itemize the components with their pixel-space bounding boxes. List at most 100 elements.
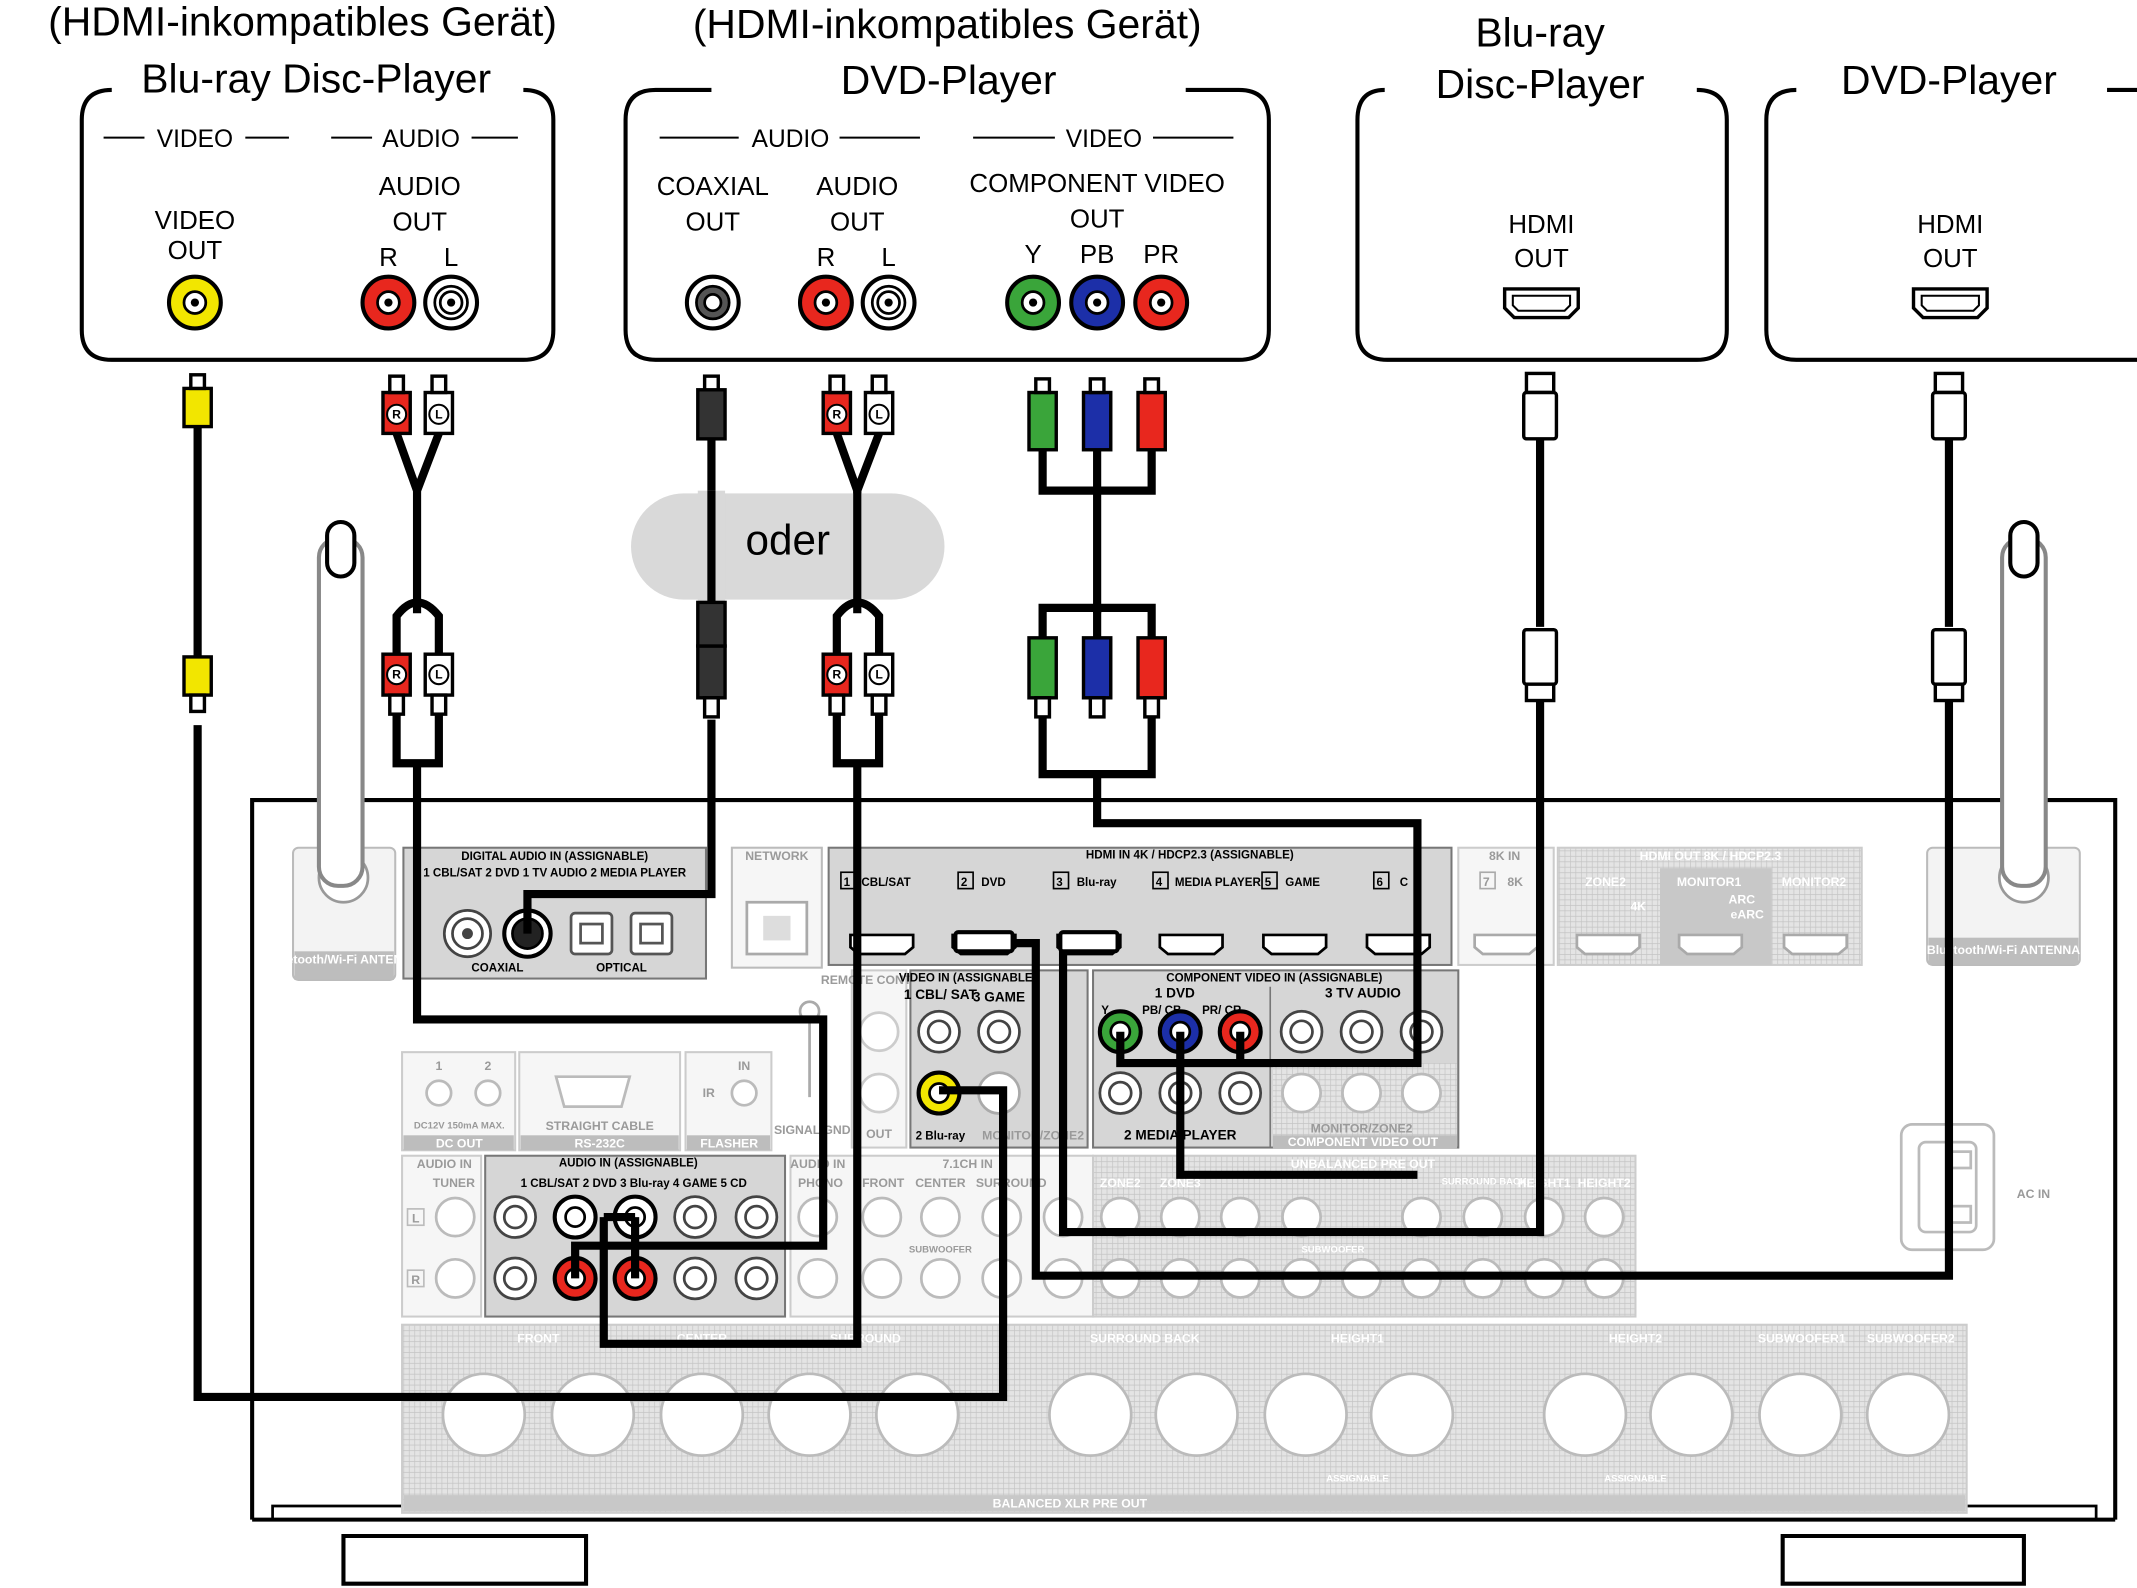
device2-coaxial-line1: COAXIAL: [657, 173, 769, 201]
device2-group-audio: AUDIO: [752, 126, 830, 153]
plug-mark-r-3: R: [832, 407, 841, 421]
plug-hdmi-bd-bottom: [1522, 627, 1559, 686]
device3-title-line2: Disc-Player: [1436, 61, 1645, 107]
device-bluray-hdmi: Blu-ray Disc-Player HDMI OUT: [1355, 9, 1729, 362]
hdmi-in-panel: HDMI IN 4K / HDCP2.3 (ASSIGNABLE) 1 CBL/…: [827, 846, 1453, 966]
hdmi-in-5-name: GAME: [1285, 877, 1320, 889]
tuner-label: TUNER: [433, 1176, 475, 1190]
flasher-label: FLASHER: [700, 1137, 758, 1151]
hdmi-in-3-num: 3: [1056, 877, 1063, 889]
device-dvd-legacy: (HDMI-inkompatibles Gerät) DVD-Player AU…: [623, 1, 1271, 362]
oder-label: oder: [745, 517, 830, 564]
hdmi-in-1-name: CBL/SAT: [861, 877, 910, 889]
xlr-sub1-label: SUBWOOFER1: [1758, 1331, 1846, 1345]
hdmi-in-3-name: Blu-ray: [1077, 877, 1117, 889]
hdmi-in-6-num: 6: [1377, 877, 1384, 889]
phono-audio-in-label: AUDIO IN: [790, 1157, 845, 1171]
digital-audio-in-label: DIGITAL AUDIO IN (ASSIGNABLE): [461, 851, 648, 863]
hdmi-in-label: HDMI IN 4K / HDCP2.3 (ASSIGNABLE): [1086, 850, 1294, 862]
hdmi-in-2-name: DVD: [981, 877, 1005, 889]
svg-text:2: 2: [485, 1059, 492, 1073]
tuner-r-mark: R: [411, 1273, 420, 1287]
xlr-surround-back-label: SURROUND BACK: [1090, 1331, 1200, 1345]
hdmi-8k-in-label: 8K IN: [1489, 849, 1520, 863]
ch71-subwoofer-label: SUBWOOFER: [909, 1245, 972, 1256]
remote-out-label: OUT: [866, 1127, 892, 1141]
control-ports: 1 2 DC12V 150mA MAX. DC OUT STRAIGHT CAB…: [401, 1051, 773, 1152]
device4-hdmi-line1: HDMI: [1917, 211, 1983, 239]
signal-gnd-label: SIGNAL GND: [774, 1123, 851, 1137]
ch71-in-label: 7.1CH IN: [942, 1157, 993, 1171]
bt-antenna-left-label: Bluetooth/Wi-Fi ANTENNA: [267, 953, 420, 967]
plug-red-top: [1136, 390, 1167, 452]
device1-title-line2: Blu-ray Disc-Player: [141, 56, 491, 102]
monitor2-label: MONITOR2: [1782, 875, 1847, 889]
device1-title-line1: (HDMI-inkompatibles Gerät): [48, 0, 557, 44]
device2-audio-out-line2: OUT: [830, 208, 885, 236]
video-in-label: VIDEO IN (ASSIGNABLE): [899, 972, 1037, 984]
plug-green-bottom: [1027, 636, 1058, 700]
xlr-assignable-2-label: ASSIGNABLE: [1604, 1473, 1667, 1484]
device2-group-video: VIDEO: [1066, 126, 1142, 153]
video-in-2-label: 2 Blu-ray: [916, 1130, 966, 1142]
network-port: NETWORK: [730, 846, 823, 969]
right-foot: [1780, 1533, 2026, 1586]
dc-spec-label: DC12V 150mA MAX.: [414, 1120, 505, 1131]
xlr-assignable-1-label: ASSIGNABLE: [1326, 1473, 1389, 1484]
device1-group-video: VIDEO: [157, 126, 233, 153]
tuner-l-mark: L: [412, 1212, 420, 1226]
plug-hdmi-dvd-top-tip: [1933, 371, 1965, 395]
remote-control-label: REMOTE CONTROL: [821, 973, 938, 987]
hdmi-8k-label: 8K: [1507, 875, 1523, 889]
ac-in-label: AC IN: [2017, 1187, 2051, 1201]
hdmi-input-labels: 1 CBL/SAT 2 DVD 3 Blu-ray 4 MEDIA PLAYER…: [840, 871, 1409, 890]
hdmi-in-4-num: 4: [1156, 877, 1163, 889]
right-antenna: Bluetooth/Wi-Fi ANTENNA: [1926, 519, 2081, 966]
receiver-hdmi-plugs: [953, 930, 1120, 954]
video-in-3-label: 3 GAME: [973, 990, 1025, 1005]
plug-yellow-bottom: [182, 655, 213, 697]
device1-video-out-line1: VIDEO: [155, 207, 236, 235]
cable-bd-audio: [392, 431, 828, 1279]
device2-pb-label: PB: [1080, 241, 1115, 269]
tuner-audio-in: AUDIO IN TUNER L R: [401, 1154, 483, 1318]
device3-hdmi-line1: HDMI: [1508, 211, 1574, 239]
device1-video-out-line2: OUT: [168, 237, 223, 265]
ir-label: IR: [703, 1086, 715, 1100]
plug-blue-bottom: [1081, 636, 1113, 700]
video-in-1-label: 1 CBL/ SAT: [904, 987, 978, 1002]
device2-title-line1: (HDMI-inkompatibles Gerät): [693, 1, 1202, 47]
optical-label: OPTICAL: [596, 963, 647, 975]
bt-antenna-right-label: Bluetooth/Wi-Fi ANTENNA: [1927, 943, 2080, 957]
hdmi-7-num: 7: [1483, 875, 1490, 889]
pre-out-zone2-label: ZONE2: [1100, 1176, 1141, 1190]
plug-mark-l-4: L: [875, 668, 883, 682]
device1-group-audio: AUDIO: [382, 126, 460, 153]
device3-hdmi-port: [1502, 287, 1580, 320]
ch71-center-label: CENTER: [915, 1176, 966, 1190]
component-y-label: Y: [1101, 1005, 1109, 1017]
device1-l-label: L: [444, 244, 458, 272]
unbalanced-pre-out-label: UNBALANCED PRE OUT: [1291, 1157, 1436, 1171]
device4-title: DVD-Player: [1841, 57, 2057, 103]
left-antenna: Bluetooth/Wi-Fi ANTENNA: [267, 519, 420, 981]
xlr-sub2-label: SUBWOOFER2: [1867, 1331, 1955, 1345]
device2-r-label: R: [817, 244, 836, 272]
ac-in: AC IN: [1899, 1123, 2051, 1252]
rs232c-label: RS-232C: [574, 1137, 625, 1151]
pre-out-zone3-label: ZONE3: [1160, 1176, 1201, 1190]
plugs: [182, 371, 1968, 719]
svg-text:1: 1: [435, 1059, 442, 1073]
plug-hdmi-dvd-bottom: [1930, 627, 1968, 686]
component-video-in-panel: COMPONENT VIDEO IN (ASSIGNABLE) 1 DVD 3 …: [1092, 969, 1460, 1149]
unbalanced-pre-out: UNBALANCED PRE OUT ZONE2 ZONE3 SURROUND …: [1092, 1154, 1637, 1318]
device-dvd-hdmi: DVD-Player HDMI OUT: [1764, 57, 2137, 362]
pre-out-height1-label: HEIGHT1: [1518, 1176, 1571, 1190]
balanced-xlr-label: BALANCED XLR PRE OUT: [993, 1496, 1148, 1510]
zone2-label: ZONE2: [1585, 875, 1626, 889]
device2-coaxial-line2: OUT: [685, 208, 740, 236]
xlr-height2-label: HEIGHT2: [1609, 1331, 1662, 1345]
device2-pr-label: PR: [1143, 241, 1179, 269]
device-bluray-legacy: (HDMI-inkompatibles Gerät) Blu-ray Disc-…: [48, 0, 557, 362]
